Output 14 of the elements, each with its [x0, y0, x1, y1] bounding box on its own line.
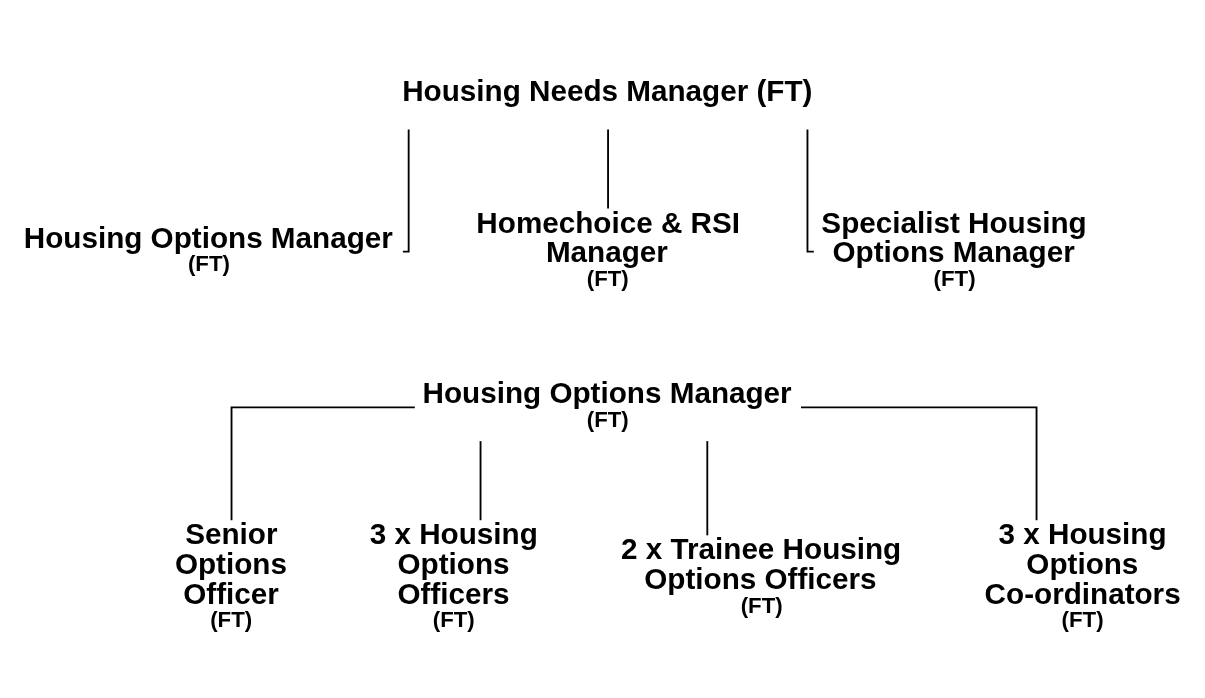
node-text: Housing Options Manager (FT): [422, 376, 792, 433]
node-text: Specialist Housing Options Manager (FT): [821, 205, 1087, 292]
connector: [230, 406, 416, 522]
connector: [706, 440, 709, 537]
node-text: Housing Needs Manager (FT): [402, 74, 813, 107]
connector: [800, 406, 1038, 522]
node-text: 3 x Housing Options Co-ordinators (FT): [984, 517, 1181, 633]
node-text: Senior Options Officer (FT): [174, 517, 287, 633]
connector: [479, 440, 482, 522]
node-text: Housing Options Manager (FT): [23, 220, 393, 277]
node-text: 2 x Trainee Housing Options Officers (FT): [621, 532, 902, 618]
connector: [607, 128, 609, 210]
node-text: 3 x Housing Options Officers (FT): [369, 517, 538, 633]
node-text: Homechoice & RSI Manager (FT): [476, 205, 741, 292]
